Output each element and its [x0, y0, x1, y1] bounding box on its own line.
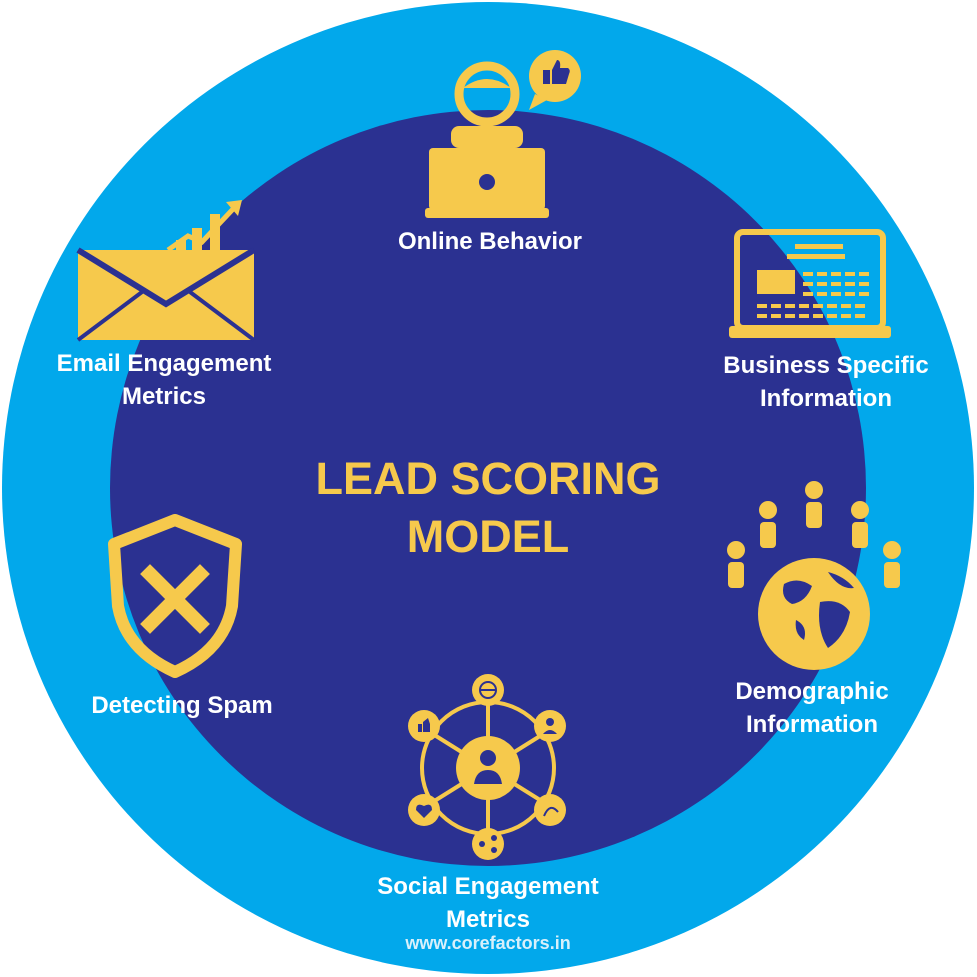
label-social-line2: Metrics	[445, 906, 531, 933]
label-online-behavior-text: Online Behavior	[397, 228, 583, 255]
label-online-behavior: Online Behavior	[380, 225, 600, 258]
globe-people-icon	[727, 481, 901, 670]
web-page-layout-icon	[729, 229, 891, 338]
label-social-line1: Social Engagement	[377, 873, 599, 900]
center-title: LEAD SCORING MODEL	[238, 450, 738, 566]
label-email-line1: Email Engagement	[56, 350, 272, 377]
label-business-specific: Business Specific Information	[706, 349, 946, 415]
inner-circle	[110, 110, 866, 866]
label-demographic-line2: Information	[746, 711, 878, 738]
center-title-line2: MODEL	[406, 511, 570, 562]
label-spam-text: Detecting Spam	[91, 692, 273, 719]
label-demographic-line1: Demographic	[735, 678, 889, 705]
social-network-hub-icon	[408, 674, 566, 860]
footer-url: www.corefactors.in	[405, 933, 571, 953]
label-email-line2: Metrics	[121, 383, 207, 410]
envelope-chart-icon	[76, 200, 256, 342]
label-detecting-spam: Detecting Spam	[72, 689, 292, 722]
shield-x-icon	[108, 514, 242, 678]
label-demographic: Demographic Information	[712, 675, 912, 741]
laptop-user-like-icon	[425, 50, 581, 218]
label-email-engagement: Email Engagement Metrics	[44, 347, 284, 413]
label-social-engagement: Social Engagement Metrics	[358, 870, 618, 936]
label-business-line2: Information	[760, 385, 892, 412]
label-business-line1: Business Specific	[723, 352, 929, 379]
center-title-line1: LEAD SCORING	[315, 453, 661, 504]
